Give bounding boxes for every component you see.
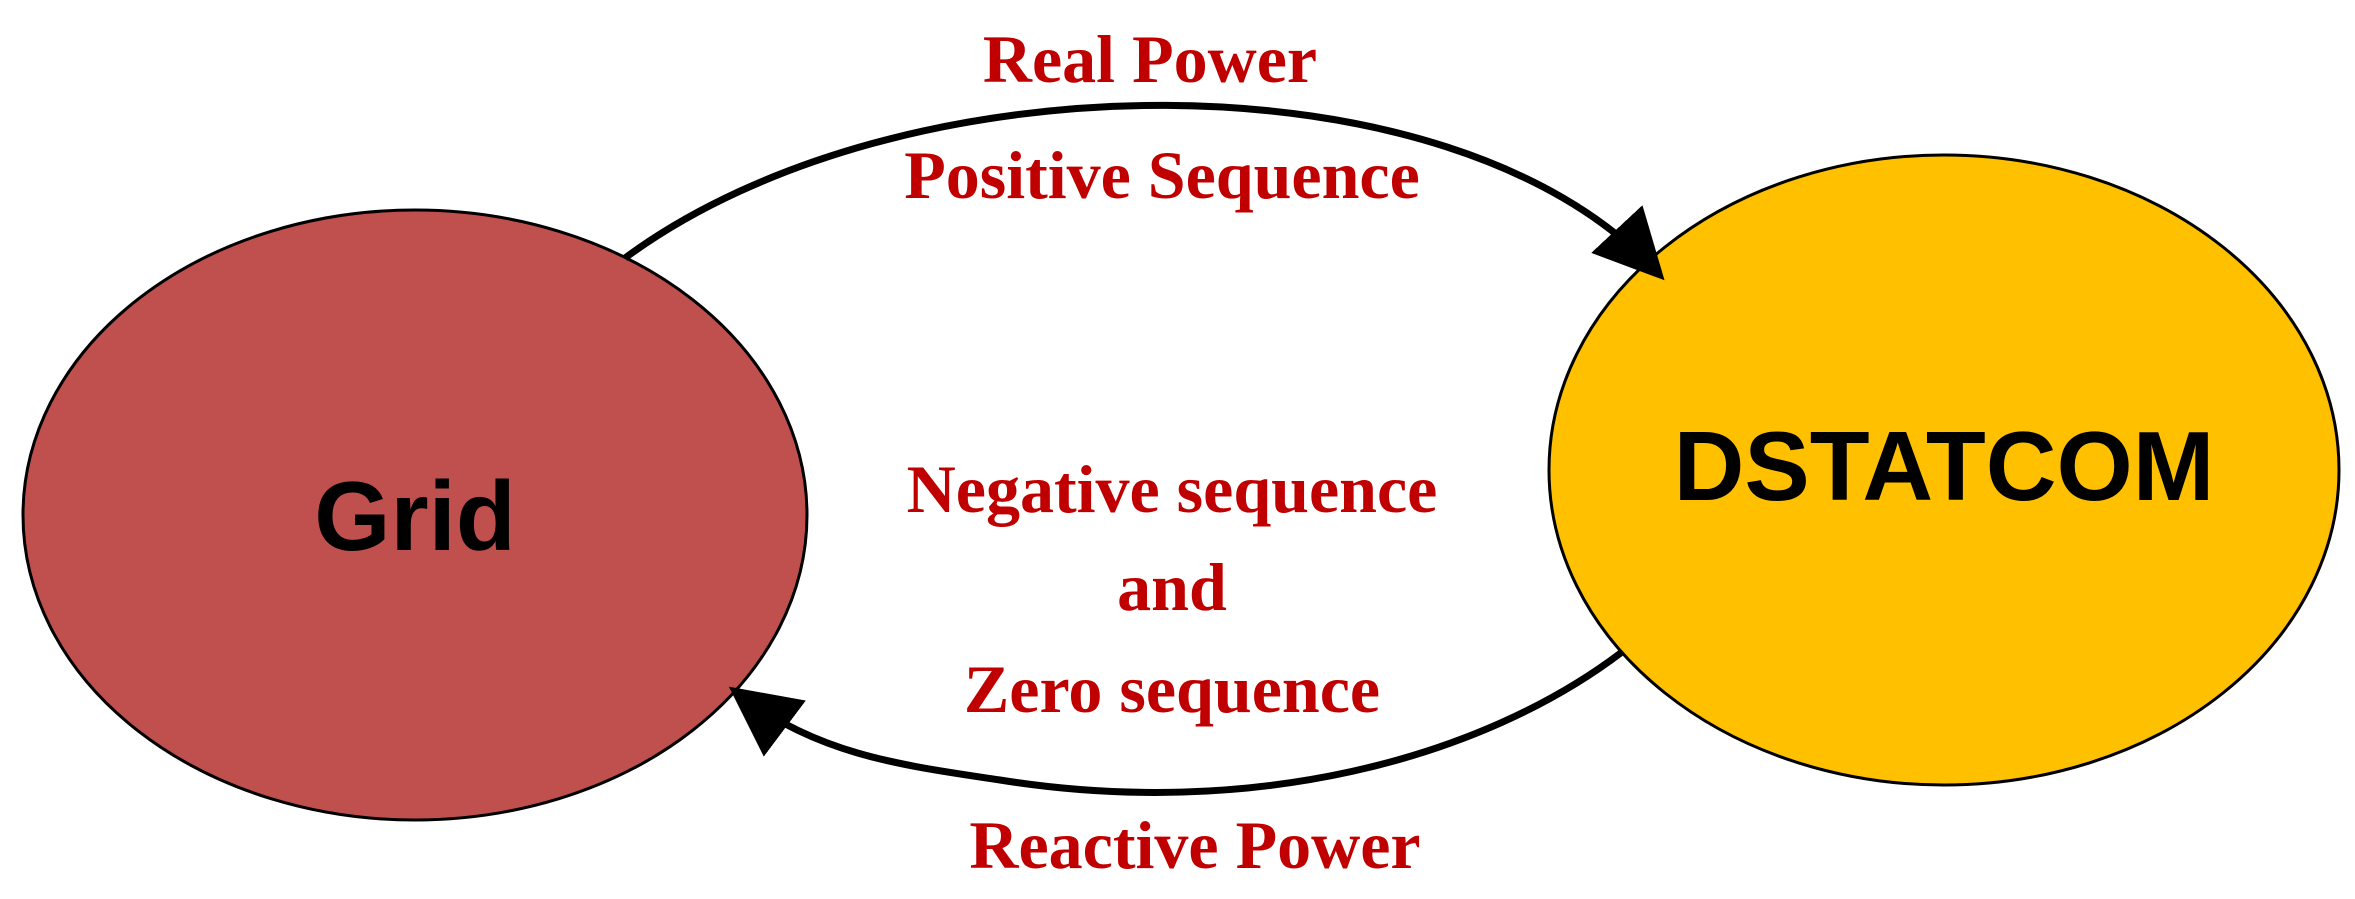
middle-label-line1: Negative sequence [907,451,1438,527]
dstatcom-label: DSTATCOM [1674,411,2215,521]
dstatcom-node [1547,153,2341,787]
middle-label-line2: and [1117,549,1227,625]
grid-label: Grid [314,461,515,571]
top-label-line2: Positive Sequence [904,137,1420,213]
bottom-label-line1: Reactive Power [969,807,1420,883]
grid-node [21,208,809,822]
top-flow-arrow [622,101,1665,281]
bottom-flow-arrow [728,649,1625,796]
middle-label-line3: Zero sequence [964,651,1380,727]
top-label-line1: Real Power [983,21,1317,97]
